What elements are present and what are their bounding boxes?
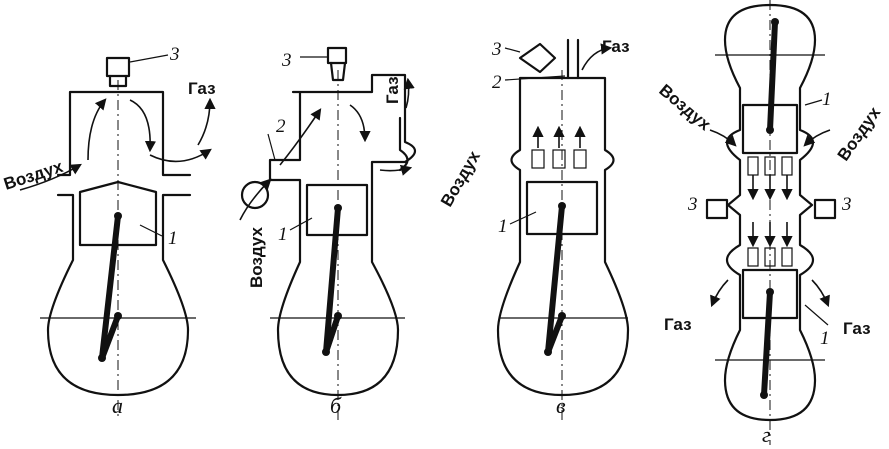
caption-a: а (112, 393, 123, 418)
label-num-1: 1 (168, 228, 178, 249)
label-num-1-bottom: 1 (820, 328, 830, 349)
schematic-b: 3 2 1 Воздух Газ б (239, 46, 417, 420)
label-gas: Газ (602, 37, 630, 56)
label-num-2: 2 (492, 72, 502, 93)
caption-b: б (330, 393, 342, 418)
schematic-g: 1 1 3 3 Воздух Воздух Газ Газ г (655, 0, 885, 447)
label-gas: Газ (188, 79, 216, 98)
label-num-3-right: 3 (841, 194, 852, 215)
label-num-3: 3 (491, 39, 502, 60)
label-air: Воздух (437, 147, 484, 210)
label-gas-right: Газ (843, 319, 871, 338)
label-num-1-top: 1 (822, 89, 832, 110)
label-gas-left: Газ (664, 315, 692, 334)
label-air: Воздух (247, 226, 266, 288)
label-num-3: 3 (281, 50, 292, 71)
schematic-a: 3 1 Воздух Газ а (1, 44, 216, 420)
label-num-3: 3 (169, 44, 180, 65)
label-air: Воздух (1, 157, 65, 194)
label-num-1: 1 (498, 216, 508, 237)
label-air-right: Воздух (834, 103, 885, 164)
label-gas: Газ (383, 76, 402, 104)
label-air-left: Воздух (655, 81, 714, 135)
caption-v: в (556, 393, 566, 418)
caption-g: г (762, 422, 771, 447)
label-num-3-left: 3 (687, 194, 698, 215)
schematic-v: 3 2 1 Воздух Газ в (437, 37, 630, 420)
label-num-2: 2 (276, 116, 286, 137)
label-num-1: 1 (278, 224, 288, 245)
